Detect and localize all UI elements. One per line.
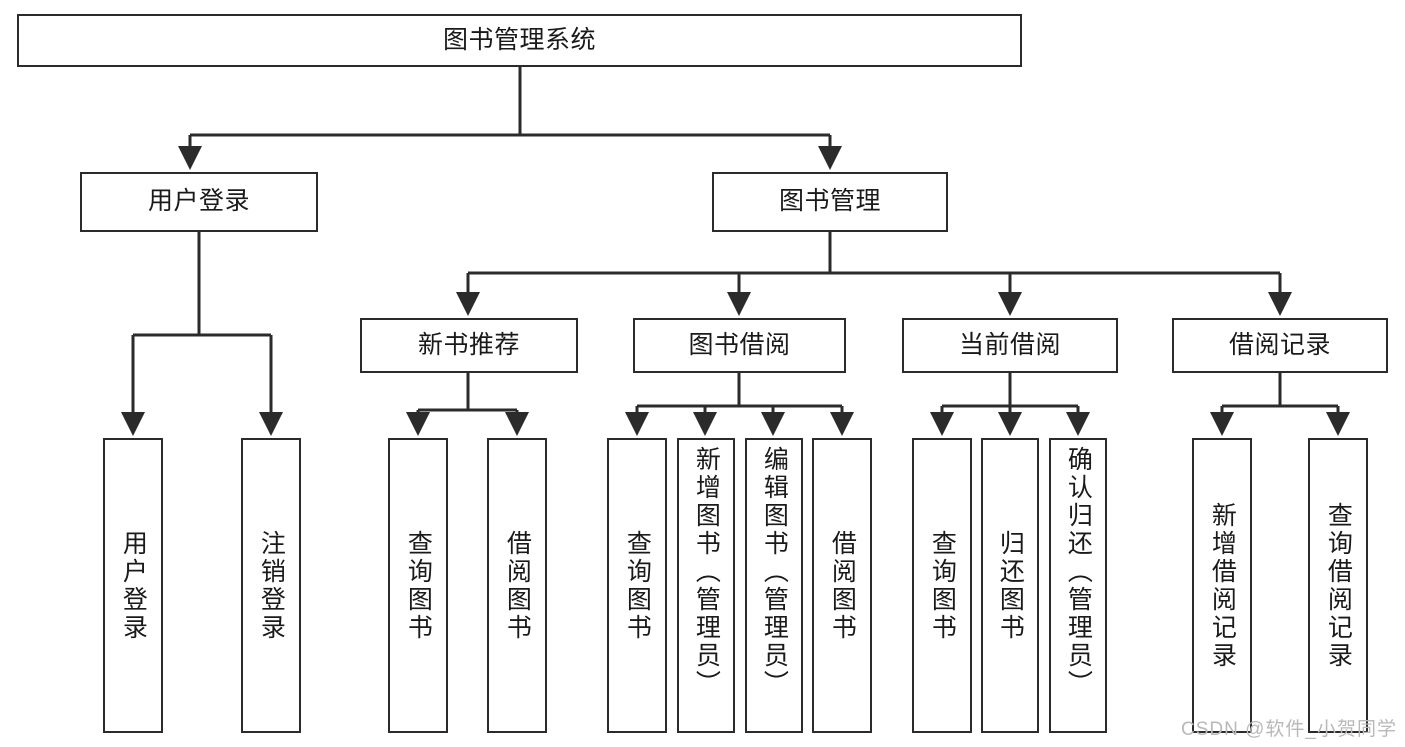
leaf-query-book-current[interactable]: 查询图书 [912, 438, 972, 733]
leaf-query-book-recommend[interactable]: 查询图书 [388, 438, 448, 733]
leaf-user-login[interactable]: 用户登录 [103, 438, 163, 733]
leaf-logout-login[interactable]: 注销登录 [241, 438, 301, 733]
node-new-book-recommendation[interactable]: 新书推荐 [360, 318, 578, 373]
node-user-login[interactable]: 用户登录 [80, 172, 318, 232]
node-root-book-management-system[interactable]: 图书管理系统 [17, 14, 1022, 67]
node-current-borrowing[interactable]: 当前借阅 [902, 318, 1118, 373]
leaf-borrow-book[interactable]: 借阅图书 [812, 438, 872, 733]
node-book-borrowing[interactable]: 图书借阅 [633, 318, 846, 373]
leaf-return-book[interactable]: 归还图书 [981, 438, 1039, 733]
leaf-add-borrow-record[interactable]: 新增借阅记录 [1192, 438, 1252, 733]
leaf-add-book-admin[interactable]: 新增图书（管理员） [677, 438, 735, 733]
leaf-confirm-return-admin[interactable]: 确认归还（管理员） [1049, 438, 1107, 733]
leaf-query-book-borrow[interactable]: 查询图书 [607, 438, 667, 733]
node-borrowing-record[interactable]: 借阅记录 [1172, 318, 1388, 373]
leaf-edit-book-admin[interactable]: 编辑图书（管理员） [745, 438, 803, 733]
csdn-watermark: CSDN @软件_小贺同学 [1181, 719, 1397, 740]
node-book-management[interactable]: 图书管理 [712, 172, 948, 232]
leaf-query-borrow-record[interactable]: 查询借阅记录 [1308, 438, 1368, 733]
leaf-borrow-book-recommend[interactable]: 借阅图书 [487, 438, 547, 733]
